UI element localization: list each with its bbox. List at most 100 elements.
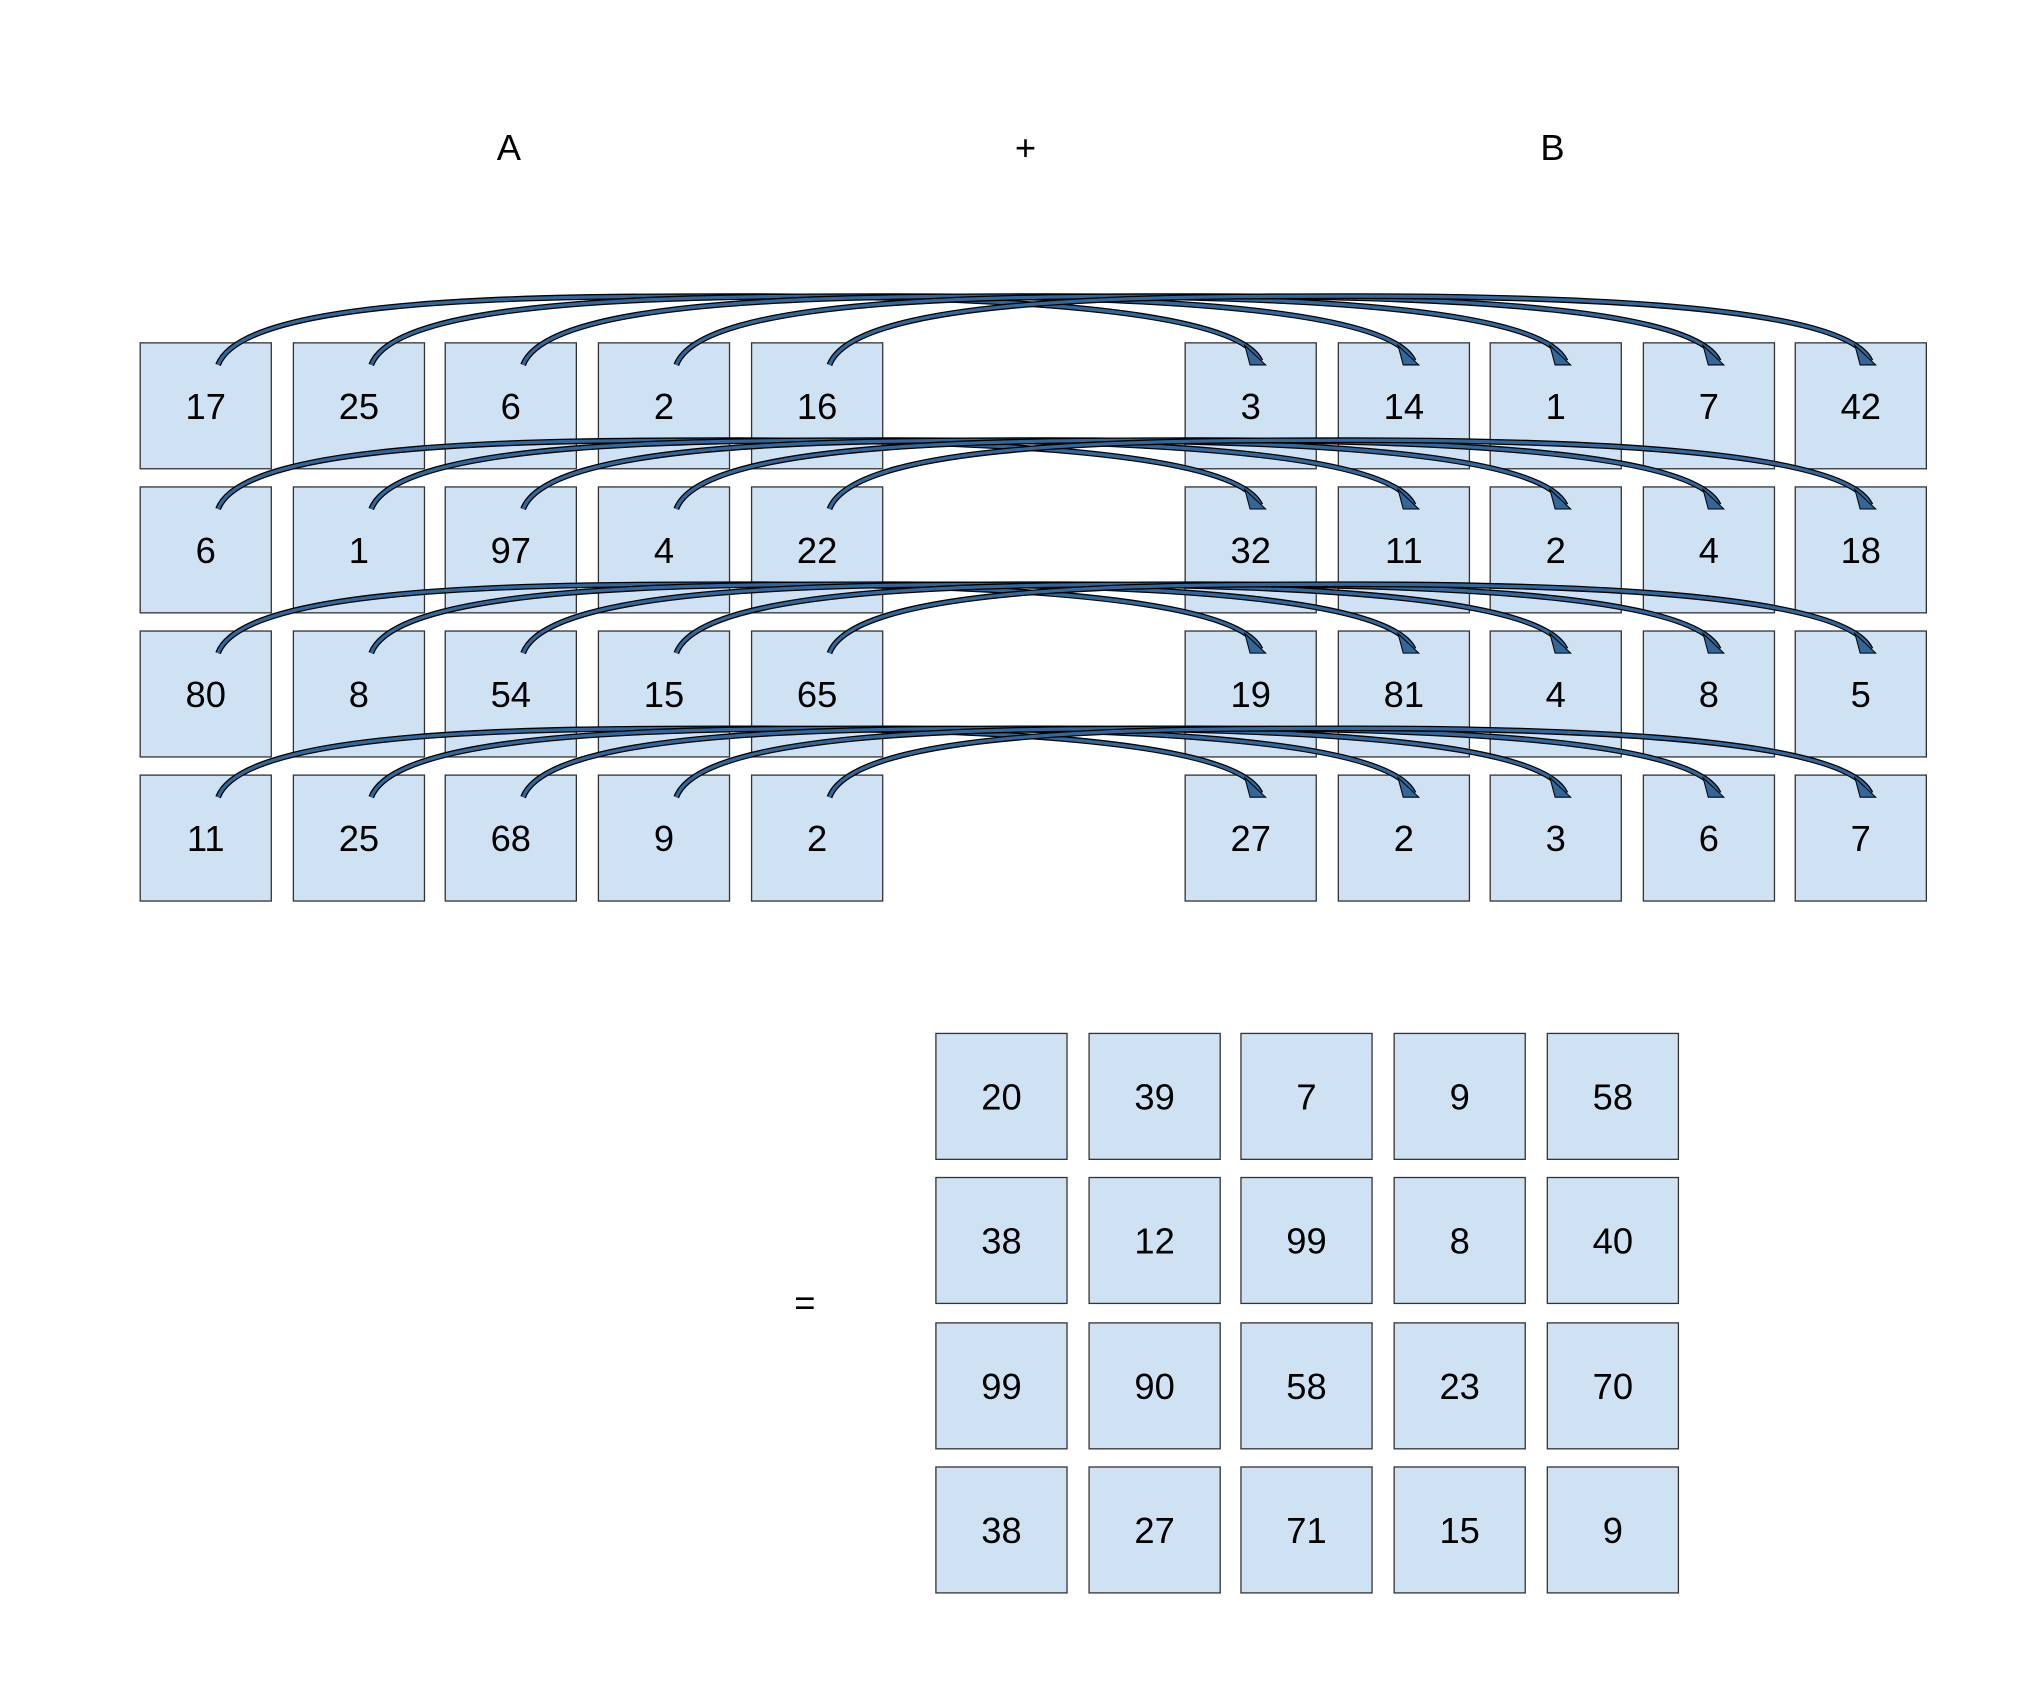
matrix-a-cell: 11 [139,774,272,902]
arrowhead-icon [1397,776,1421,798]
arrowhead-icon [1853,776,1878,798]
result-cell: 23 [1393,1322,1526,1450]
matrix-b-value: 7 [1851,818,1871,859]
matrix-b-value: 19 [1230,674,1270,715]
arrowhead-icon [1243,487,1267,510]
result-cell: 99 [1240,1176,1373,1305]
matrix-a-value: 22 [797,530,837,571]
matrix-b-cell: 5 [1794,630,1927,758]
arrow [826,581,1878,655]
arrowhead-icon [1243,632,1267,654]
result-cell: 58 [1240,1322,1373,1450]
matrix-a-cell: 9 [597,774,731,902]
matrix-b-value: 2 [1546,530,1566,571]
label-equals: = [794,1282,815,1323]
result-value: 38 [981,1220,1021,1261]
matrix-b-value: 81 [1384,674,1424,715]
matrix-a-value: 17 [186,386,226,427]
result-value: 40 [1593,1220,1633,1261]
result-cell: 15 [1393,1466,1526,1594]
result-cell: 12 [1088,1176,1221,1305]
matrix-a-value: 16 [797,386,837,427]
result-value: 20 [981,1076,1021,1117]
arrowhead-icon [1702,343,1726,366]
result-cell: 8 [1393,1176,1526,1305]
matrix-a-value: 65 [797,674,837,715]
matrix-a-cell: 17 [139,342,272,470]
matrix-b-value: 14 [1384,386,1424,427]
matrix-a-value: 2 [807,818,827,859]
matrix-a-cell: 25 [292,342,426,470]
matrix-a-cell: 68 [444,774,577,902]
matrix-b-value: 2 [1394,818,1414,859]
label-plus: + [1015,127,1036,168]
matrix-b-value: 32 [1230,530,1270,571]
result-cell: 39 [1088,1032,1221,1160]
matrix-a-value: 68 [491,818,531,859]
result-value: 8 [1450,1220,1470,1261]
matrix-b-value: 18 [1841,530,1881,571]
matrix-b-value: 27 [1230,818,1270,859]
arrowhead-icon [1548,487,1572,510]
result-value: 90 [1134,1366,1174,1407]
matrix-b-value: 6 [1699,818,1719,859]
matrix-a-value: 4 [654,530,674,571]
result-value: 58 [1286,1366,1326,1407]
arrow [826,725,1878,799]
arrowhead-icon [1702,487,1726,510]
matrix-a-cell: 2 [750,774,884,902]
arrowhead-icon [1243,776,1267,798]
matrix-a-value: 25 [339,386,379,427]
matrix-a-cell: 25 [292,774,426,902]
arrowhead-icon [1702,632,1726,654]
matrix-b-value: 3 [1241,386,1261,427]
matrix-b-value: 3 [1546,818,1566,859]
matrix-a-value: 11 [187,818,225,859]
matrix-b-value: 4 [1546,674,1566,715]
result-cell: 38 [935,1466,1068,1594]
result-cell: 27 [1088,1466,1221,1594]
result-value: 9 [1450,1076,1470,1117]
arrow [826,293,1878,367]
label-b: B [1540,127,1564,168]
result-cell: 70 [1546,1322,1680,1450]
result-value: 12 [1134,1220,1174,1261]
result-value: 99 [1286,1220,1326,1261]
result-value: 58 [1593,1076,1633,1117]
result-value: 9 [1603,1510,1623,1551]
matrix-a-cell: 80 [139,630,272,758]
arrowhead-icon [1548,343,1572,366]
result-cell: 71 [1240,1466,1373,1594]
matrix-b-value: 11 [1385,530,1423,571]
result-value: 23 [1439,1366,1479,1407]
matrix-a-value: 54 [491,674,531,715]
matrix-b-value: 1 [1546,386,1566,427]
matrix-a-value: 2 [654,386,674,427]
arrowhead-icon [1853,487,1878,510]
result-cell: 90 [1088,1322,1221,1450]
result-cell: 99 [935,1322,1068,1450]
matrix-b-value: 5 [1851,674,1871,715]
matrix-a-value: 8 [349,674,369,715]
arrowhead-icon [1397,343,1421,366]
result-cell: 9 [1546,1466,1680,1594]
result-value: 15 [1439,1510,1479,1551]
label-a: A [497,127,522,168]
arrowhead-icon [1397,487,1421,510]
result-value: 38 [981,1510,1021,1551]
arrowhead-icon [1702,776,1726,798]
matrix-a-value: 6 [196,530,216,571]
result-value: 7 [1296,1076,1316,1117]
matrix-b-value: 42 [1841,386,1881,427]
result-cell: 7 [1240,1032,1373,1160]
result-value: 70 [1593,1366,1633,1407]
result-value: 99 [981,1366,1021,1407]
arrowhead-icon [1548,776,1572,798]
arrowhead-icon [1397,632,1421,654]
result-cell: 20 [935,1032,1068,1160]
matrix-a-value: 1 [349,530,369,571]
result-cell: 40 [1546,1176,1680,1305]
matrix-a-value: 6 [501,386,521,427]
arrowhead-icon [1243,343,1267,366]
